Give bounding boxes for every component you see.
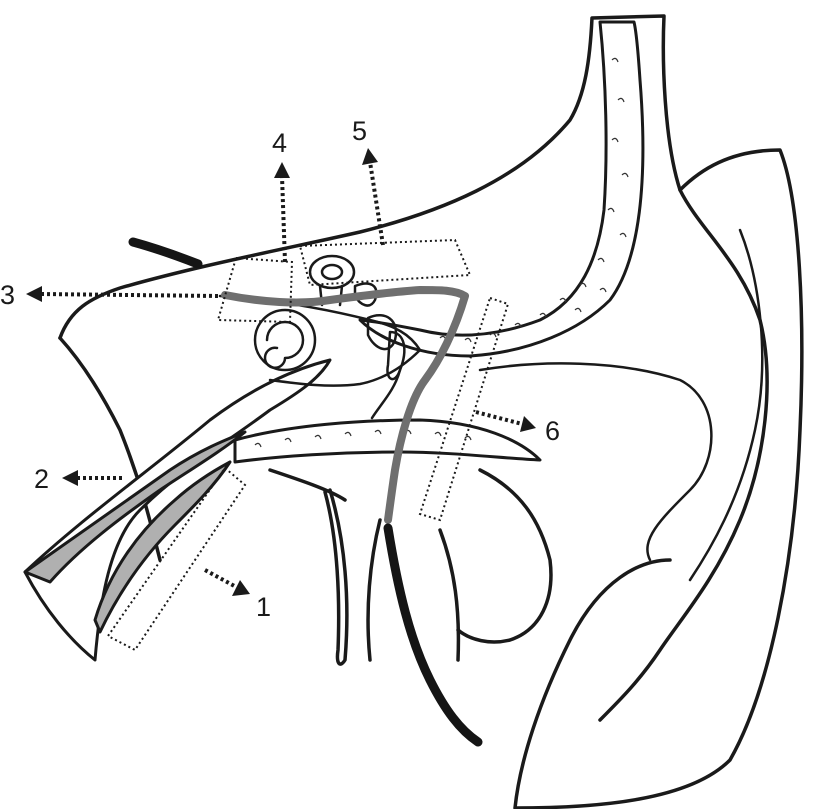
box-region-5 <box>298 238 472 287</box>
label-4: 4 <box>272 128 287 158</box>
facial-nerve <box>221 286 469 524</box>
pinna-inner-fold <box>688 228 764 582</box>
pinna-outline <box>598 188 769 722</box>
label-2: 2 <box>34 464 49 494</box>
label-6: 6 <box>545 416 560 446</box>
dark-nerve-upper <box>128 237 203 269</box>
eustachian-tube-lumen-1 <box>23 430 247 584</box>
label-1: 1 <box>256 592 271 622</box>
petrous-bone <box>358 20 645 358</box>
arrow-2 <box>62 470 122 486</box>
middle-ear-cavity <box>218 294 422 387</box>
label-5: 5 <box>352 116 367 146</box>
arrow-6 <box>475 410 536 432</box>
mandible-neck <box>366 518 461 662</box>
concha-outline <box>478 362 713 562</box>
cochlea <box>253 308 317 372</box>
box-region-3 <box>216 256 294 324</box>
label-3: 3 <box>0 280 15 310</box>
arrow-3 <box>26 286 219 302</box>
arrow-1 <box>204 568 250 596</box>
temporal-bone-outline <box>58 14 804 809</box>
dark-nerve-lower <box>383 523 483 747</box>
lower-outline <box>268 468 553 644</box>
canal-specks <box>254 429 472 448</box>
ossicles <box>353 282 406 420</box>
styloid-process <box>323 488 349 666</box>
arrow-4 <box>274 162 290 263</box>
bone-specks <box>439 57 629 343</box>
canal-band-upper <box>233 418 542 464</box>
eustachian-tube-outer <box>23 358 332 662</box>
box-region-6 <box>418 296 510 522</box>
arrow-5 <box>362 148 385 246</box>
